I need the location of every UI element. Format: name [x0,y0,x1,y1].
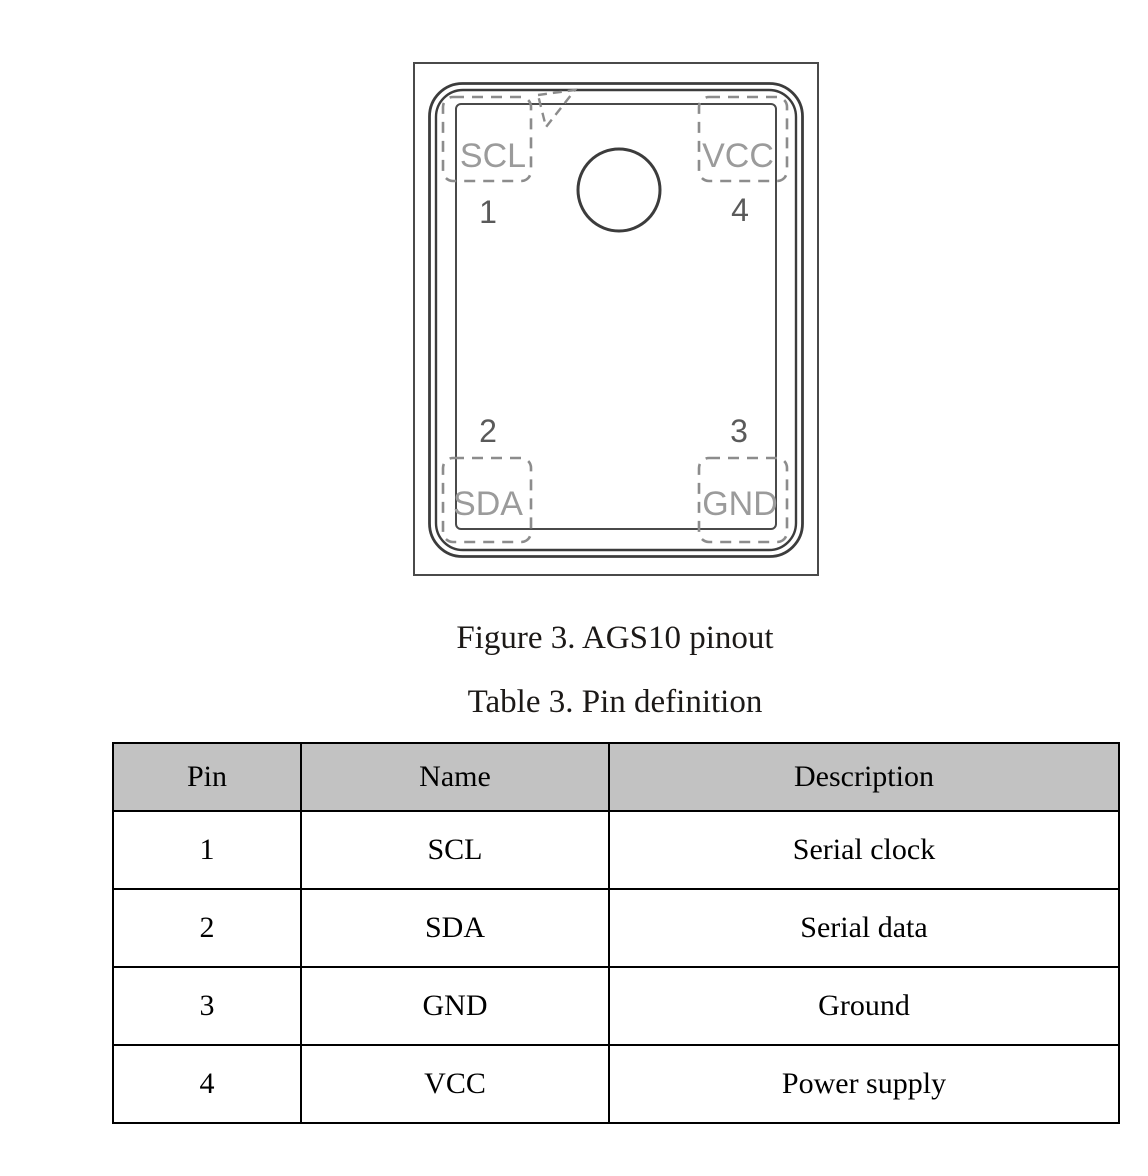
table-header-row: Pin Name Description [112,742,1120,812]
cell-pin: 3 [112,966,302,1046]
pin-number-1: 1 [479,194,497,230]
pinout-diagram: SCL VCC SDA GND 1 4 2 3 [413,62,819,576]
package-rim [455,103,777,530]
column-header-pin: Pin [112,742,302,812]
package-outline-inner [434,88,798,552]
pin-number-4: 4 [731,192,749,228]
cell-pin: 1 [112,810,302,890]
pin1-notch-icon [536,88,578,130]
cell-name: VCC [300,1044,610,1124]
package-outline-outer [428,82,804,558]
cell-name: SCL [300,810,610,890]
outer-boundary [413,62,819,576]
pad-gnd-outline [697,456,789,544]
pad-label-vcc: VCC [702,137,774,175]
column-header-name: Name [300,742,610,812]
cell-description: Power supply [608,1044,1120,1124]
pad-scl-outline [441,95,533,183]
pad-label-gnd: GND [702,485,778,523]
table-row: 4 VCC Power supply [112,1044,1120,1124]
column-header-description: Description [608,742,1120,812]
table-row: 2 SDA Serial data [112,888,1120,968]
table-row: 3 GND Ground [112,966,1120,1046]
pad-sda-outline [441,456,533,544]
vent-hole [576,147,662,233]
pad-vcc-outline [697,95,789,183]
pin-number-3: 3 [730,413,748,449]
cell-name: GND [300,966,610,1046]
cell-pin: 4 [112,1044,302,1124]
pin-definition-table: Pin Name Description 1 SCL Serial clock … [112,742,1120,1124]
pin-number-2: 2 [479,413,497,449]
table-caption: Table 3. Pin definition [467,684,763,720]
cell-description: Serial data [608,888,1120,968]
pad-label-scl: SCL [460,137,526,175]
pad-label-sda: SDA [453,485,523,523]
cell-description: Ground [608,966,1120,1046]
cell-description: Serial clock [608,810,1120,890]
cell-pin: 2 [112,888,302,968]
cell-name: SDA [300,888,610,968]
figure-caption: Figure 3. AGS10 pinout [456,620,774,656]
table-row: 1 SCL Serial clock [112,810,1120,890]
